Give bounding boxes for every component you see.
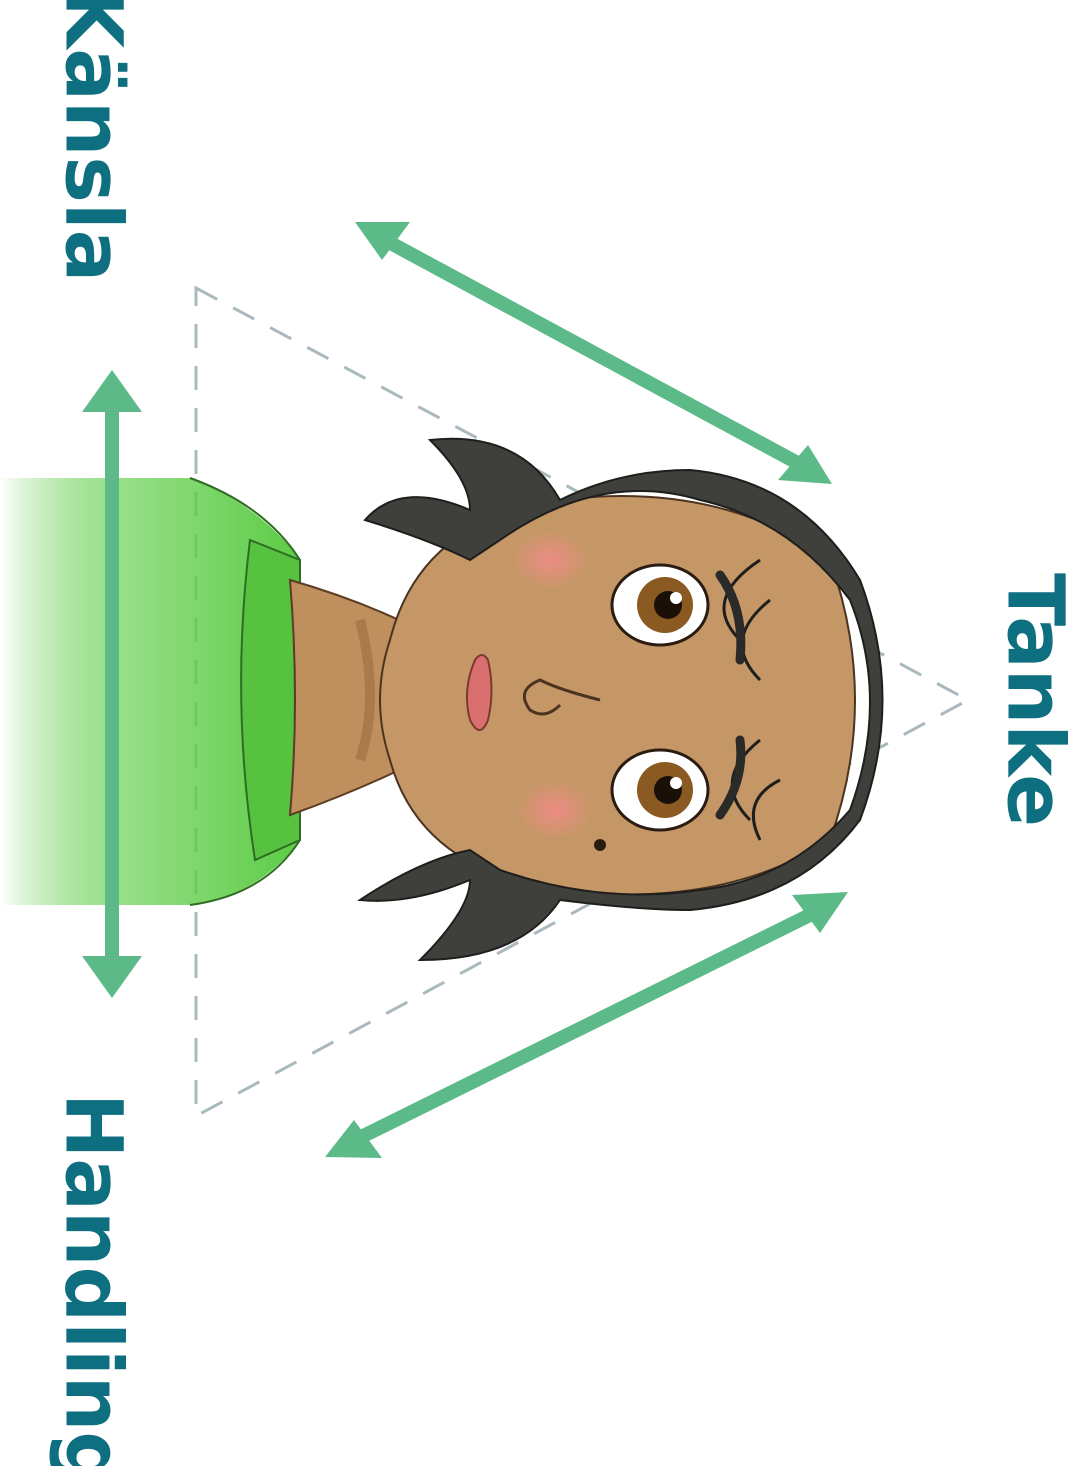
label-kansla: Känsla [48,0,138,282]
left-cheek [512,530,588,590]
eye-right [612,750,708,830]
arrow-tanke-handling [325,892,848,1158]
person-illustration [0,439,883,960]
mole [594,839,606,851]
label-tanke: Tanke [990,573,1075,827]
face [380,496,855,894]
eye-left [612,565,708,645]
arrow-kansla-tanke [355,222,832,484]
right-cheek [517,780,593,840]
label-handling: Handling [48,1093,138,1466]
